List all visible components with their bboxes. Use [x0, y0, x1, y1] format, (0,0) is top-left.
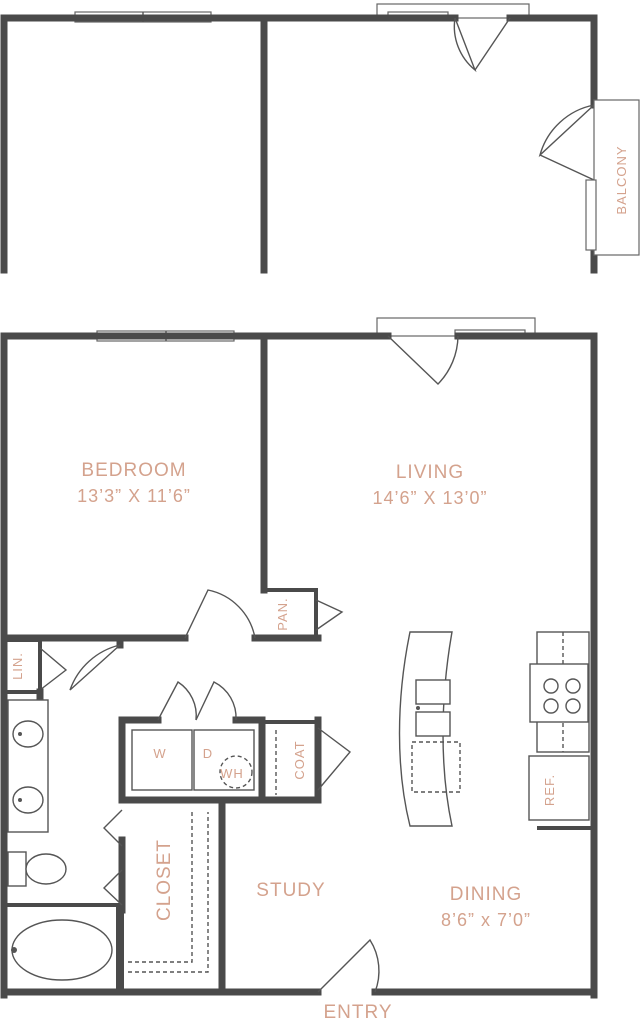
upper-top-wall-right: [506, 14, 598, 109]
sink-right-bowl: [415, 711, 451, 737]
pantry-walls: [264, 588, 318, 638]
upper-door-swing: [453, 17, 477, 73]
range: [529, 663, 589, 723]
closet-shelf-outer: [128, 812, 209, 973]
bedroom-dimensions: 13’3” X 11’6”: [77, 486, 191, 506]
balcony-window: [585, 179, 597, 251]
washer: [131, 729, 193, 791]
coat-door-swing: [317, 727, 352, 791]
closet-shelf-inner: [128, 812, 193, 963]
living-door-swing: [387, 335, 459, 385]
living-label: LIVING: [396, 462, 464, 483]
burner-4: [565, 698, 581, 714]
entry-door-swing: [317, 938, 380, 993]
bath-door-swing: [69, 644, 121, 691]
washer-label: W: [153, 746, 166, 761]
refrigerator-label: REF.: [542, 774, 557, 806]
bathtub: [11, 919, 113, 981]
dining-label: DINING: [450, 884, 523, 905]
closet-label: CLOSET: [154, 839, 175, 921]
upper-bedroom-walls: [0, 14, 268, 274]
laundry-door-left: [157, 680, 197, 721]
exterior-wall-left-top: [0, 332, 268, 999]
closet-door-top: [103, 809, 123, 847]
dryer-label: D: [203, 746, 213, 761]
sink-left-bowl: [415, 679, 451, 705]
linen-walls: [4, 638, 42, 694]
pantry-label: PAN.: [275, 597, 290, 630]
dishwasher: [411, 741, 461, 793]
burner-3: [543, 698, 559, 714]
coat-label: COAT: [292, 740, 307, 779]
water-heater-label: WH: [220, 766, 244, 781]
sink-bottom: [12, 786, 44, 814]
closet-door-bottom: [102, 869, 123, 906]
study-label: STUDY: [256, 880, 325, 901]
exterior-wall-right: [454, 332, 598, 999]
entry-label: ENTRY: [323, 1002, 392, 1023]
living-dimensions: 14’6” X 13’0”: [372, 488, 487, 508]
dryer: [193, 729, 255, 791]
linen-label: LIN.: [10, 652, 25, 680]
laundry-door-right: [195, 681, 237, 721]
pantry-door-swing: [315, 599, 344, 631]
bathtub-enclosure: [4, 903, 120, 992]
linen-door-swing: [39, 647, 68, 691]
burner-1: [543, 678, 559, 694]
burner-2: [565, 678, 581, 694]
upper-plan-section: BALCONY: [0, 3, 640, 274]
dining-dimensions: 8’6” x 7’0”: [441, 910, 531, 930]
balcony-label: BALCONY: [614, 145, 629, 214]
water-heater: [219, 755, 253, 789]
balcony-outline: [593, 99, 640, 256]
refrigerator: [528, 755, 590, 821]
toilet-tank: [7, 851, 27, 887]
balcony-door-swing: [538, 104, 595, 158]
bedroom-label: BEDROOM: [81, 460, 186, 481]
toilet-bowl: [25, 853, 67, 885]
bedroom-door-swing: [184, 589, 256, 639]
sink-top: [12, 720, 44, 748]
main-plan-section: PAN. LIN. W D WH COAT: [0, 317, 598, 1023]
